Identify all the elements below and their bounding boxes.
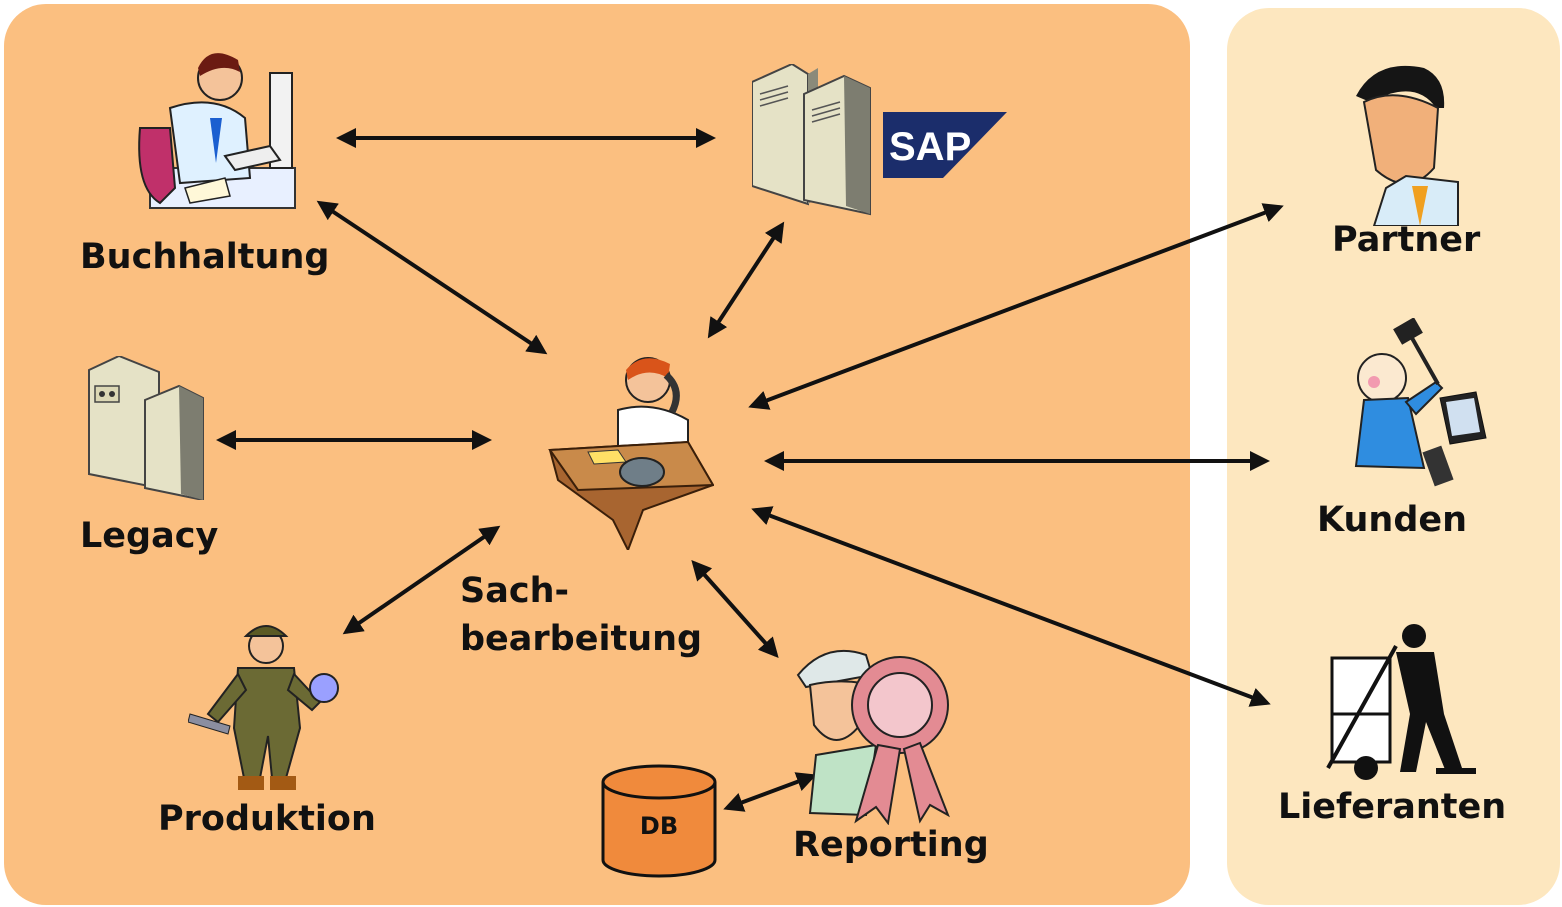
- sachbearbeitung-label-line1: Sach-: [460, 571, 570, 611]
- sap-logo: SAP: [883, 112, 1007, 178]
- sap-logo-text: SAP: [889, 125, 971, 169]
- server-sap-icon: [752, 64, 871, 216]
- sap-logo-shape: SAP: [883, 112, 1007, 178]
- arrow-db-reporting: [723, 772, 817, 812]
- partner-label: Partner: [1332, 220, 1481, 260]
- produktion-label: Produktion: [158, 799, 376, 839]
- db-label: DB: [639, 812, 679, 840]
- angry-customer-computer-icon: [1354, 318, 1487, 487]
- sachbearbeitung-label-line2: bearbeitung: [460, 619, 703, 659]
- arrow-sap-sachbearbeitung: [707, 221, 785, 339]
- lieferanten-label: Lieferanten: [1278, 787, 1507, 827]
- arrow-sachbearbeitung-lieferanten: [751, 506, 1271, 707]
- partner-man-icon: [1356, 65, 1459, 226]
- buchhaltung-label: Buchhaltung: [80, 237, 330, 277]
- legacy-label: Legacy: [80, 516, 219, 556]
- worker-tools-icon: [188, 625, 339, 790]
- database-icon: [601, 764, 717, 878]
- arrow-sachbearbeitung-reporting: [691, 560, 779, 658]
- arrow-produktion-sachbearbeitung: [342, 525, 501, 635]
- award-person-icon: [796, 649, 950, 825]
- clerk-phone-desk-icon: [548, 357, 714, 550]
- arrow-buchhaltung-sachbearbeitung: [316, 200, 548, 355]
- accountant-icon: [138, 53, 296, 209]
- delivery-man-handtruck-icon: [1326, 624, 1476, 780]
- reporting-label: Reporting: [793, 825, 989, 865]
- arrow-sachbearbeitung-partner: [748, 203, 1284, 410]
- legacy-server-icon: [88, 356, 204, 500]
- kunden-label: Kunden: [1317, 500, 1468, 540]
